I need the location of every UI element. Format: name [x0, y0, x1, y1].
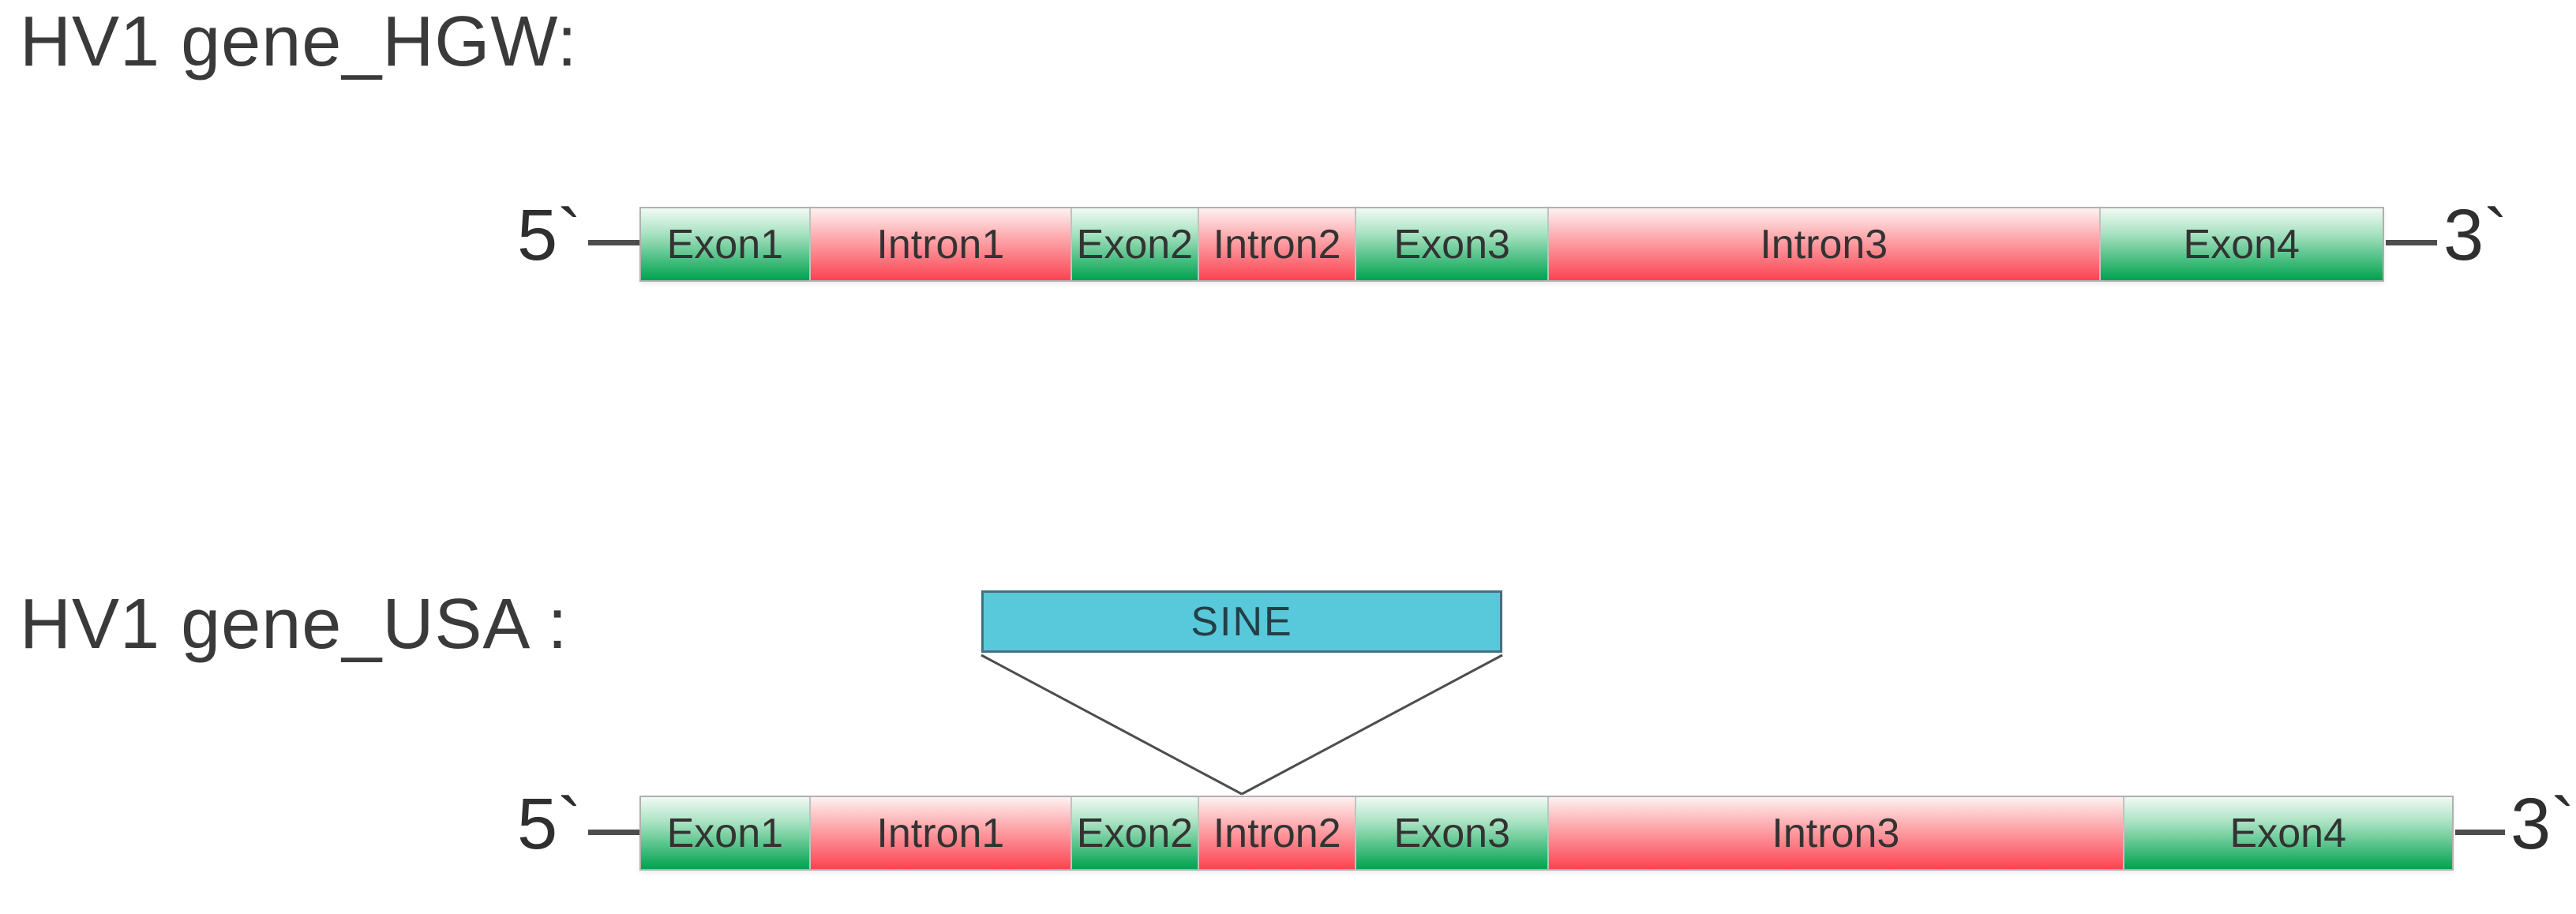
segment-label: Intron3	[1760, 221, 1888, 268]
segment-label: Exon2	[1076, 221, 1194, 268]
segment-label: Intron2	[1213, 810, 1341, 856]
segment-intron3: Intron3	[1547, 797, 2123, 869]
segment-exon2: Exon2	[1070, 208, 1198, 280]
segment-intron2: Intron2	[1197, 208, 1355, 280]
three-prime-connector-usa	[2455, 830, 2505, 835]
segment-exon2: Exon2	[1071, 797, 1198, 869]
sine-insertion-box: SINE	[981, 590, 1502, 653]
diagram-title-usa: HV1 gene_USA :	[20, 585, 568, 664]
segment-label: Exon2	[1076, 810, 1194, 856]
three-prime-connector-hgw	[2386, 240, 2437, 245]
segment-label: Intron1	[876, 221, 1005, 268]
funnel-right-line	[1241, 654, 1503, 796]
segment-label: Exon3	[1393, 810, 1510, 856]
segment-label: Exon4	[2229, 810, 2346, 856]
diagram-title-hgw: HV1 gene_HGW:	[20, 2, 578, 81]
five-prime-label-hgw: 5`	[517, 195, 582, 275]
five-prime-connector-hgw	[588, 240, 639, 245]
segment-label: Intron3	[1772, 810, 1900, 856]
gene-bar-usa: Exon1 Intron1 Exon2 Intron2 Exon3 Intron3 Exon…	[639, 796, 2454, 871]
segment-intron1: Intron1	[808, 208, 1071, 280]
segment-label: Intron1	[876, 810, 1005, 856]
five-prime-connector-usa	[588, 830, 639, 835]
three-prime-label-usa: 3`	[2510, 784, 2575, 864]
segment-label: Exon3	[1393, 221, 1510, 268]
segment-exon3: Exon3	[1355, 797, 1548, 869]
segment-intron2: Intron2	[1197, 797, 1355, 869]
segment-exon4: Exon4	[2122, 797, 2452, 869]
sine-label: SINE	[1191, 598, 1293, 645]
segment-exon1: Exon1	[641, 797, 809, 869]
segment-label: Exon1	[666, 221, 784, 268]
segment-label: Exon4	[2183, 221, 2300, 268]
three-prime-label-hgw: 3`	[2443, 195, 2508, 275]
five-prime-label-usa: 5`	[517, 784, 582, 864]
segment-intron3: Intron3	[1547, 208, 2099, 280]
segment-exon3: Exon3	[1355, 208, 1547, 280]
funnel-left-line	[981, 654, 1243, 796]
segment-intron1: Intron1	[808, 797, 1071, 869]
gene-bar-hgw: Exon1 Intron1 Exon2 Intron2 Exon3 Intron3 Exon…	[639, 207, 2384, 282]
segment-label: Intron2	[1213, 221, 1341, 268]
segment-exon4: Exon4	[2098, 208, 2383, 280]
segment-label: Exon1	[666, 810, 784, 856]
segment-exon1: Exon1	[641, 208, 809, 280]
